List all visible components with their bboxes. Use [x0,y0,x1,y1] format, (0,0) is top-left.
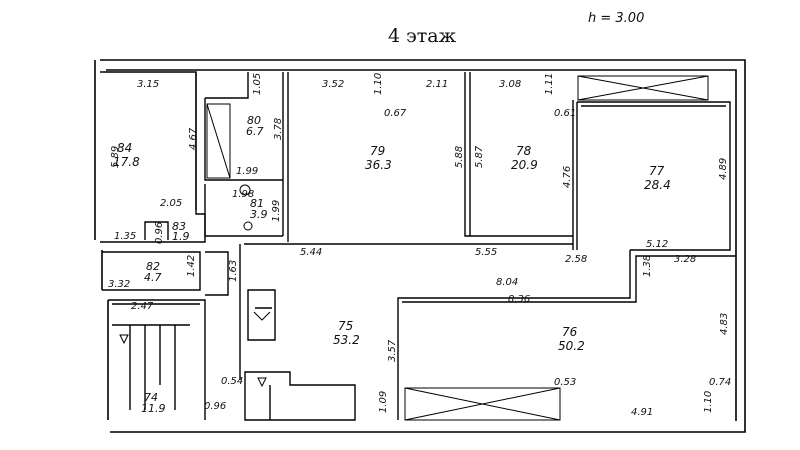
room-80-area: 6.7 [246,125,264,138]
dimension-label: 2.11 [426,79,448,90]
dimension-label: 8.36 [508,294,530,305]
room-81-area: 3.9 [250,208,268,221]
dimension-label: 4.89 [718,158,729,180]
room-83-area: 1.9 [172,230,190,243]
dimension-label: 1.11 [544,73,555,95]
dimension-label: 5.88 [454,146,465,168]
dimension-labels: 3.15 1.05 3.52 1.10 2.11 3.08 1.11 0.67 … [108,73,731,418]
dimension-label: 1.38 [642,255,653,277]
room-79-number: 79 [370,144,385,158]
dimension-label: 1.10 [703,391,714,413]
dimension-label: 2.47 [131,301,154,312]
dimension-label: 1.05 [252,73,263,95]
plan-title-block: 4 этаж h = 3.00 [388,11,644,47]
dimension-label: 3.57 [387,339,398,362]
dimension-label: 4.83 [719,313,730,335]
dimension-label: 5.89 [110,146,121,168]
floor-title: 4 этаж [388,25,457,47]
room-77-number: 77 [649,164,665,178]
room-75-area: 53.2 [333,333,360,347]
dimension-label: 2.05 [160,198,182,209]
dimension-label: 3.78 [273,118,284,140]
room-82-area: 4.7 [144,271,162,284]
room-81-number: 81 [250,197,264,210]
dimension-label: 0.54 [221,376,243,387]
dimension-label: 8.04 [496,277,518,288]
room-78-area: 20.9 [511,158,538,172]
interior-walls [100,71,736,421]
dimension-label: 0.53 [554,377,576,388]
dimension-label: 1.42 [186,255,197,277]
dimension-label: 1.09 [378,391,389,413]
room-76-number: 76 [562,325,578,339]
room-labels: 84 17.8 80 6.7 79 36.3 78 20.9 77 28.4 8… [113,114,671,415]
dimension-label: 3.32 [108,279,130,290]
dimension-label: 3.08 [499,79,521,90]
room-75-number: 75 [338,319,353,333]
dimension-label: 1.99 [271,200,282,222]
dimension-label: 0.61 [554,108,576,119]
dimension-label: 1.99 [236,166,258,177]
room-82-number: 82 [146,260,160,273]
fixtures [119,184,271,388]
room-84-number: 84 [117,141,132,155]
dimension-label: 3.52 [322,79,344,90]
dimension-label: 1.35 [114,231,136,242]
dimension-label: 1.63 [228,260,239,282]
dimension-label: 5.55 [475,247,497,258]
room-79-area: 36.3 [365,158,392,172]
dimension-label: 1.98 [232,189,254,200]
ceiling-height-label: h = 3.00 [588,11,644,26]
shaft-markers [206,75,709,421]
room-80-number: 80 [247,114,261,127]
dimension-label: 4.76 [562,166,573,188]
room-74-area: 11.9 [141,402,166,415]
dimension-label: 4.67 [188,127,199,150]
dimension-label: 0.96 [204,401,226,412]
dimension-label: 0.96 [154,222,165,244]
dimension-label: 4.91 [631,407,653,418]
room-83-number: 83 [172,220,186,233]
dimension-label: 0.74 [709,377,731,388]
outer-walls [94,59,746,433]
room-74-number: 74 [144,391,158,404]
room-78-number: 78 [516,144,532,158]
dimension-label: 5.44 [300,247,322,258]
dimension-label: 3.15 [137,79,159,90]
room-76-area: 50.2 [558,339,585,353]
room-77-area: 28.4 [644,178,671,192]
dimension-label: 1.10 [373,73,384,95]
dimension-label: 0.67 [384,108,407,119]
dimension-label: 3.28 [674,254,696,265]
room-84-area: 17.8 [113,155,140,169]
dimension-label: 5.87 [474,145,485,168]
dimension-label: 5.12 [646,239,668,250]
dimension-label: 2.58 [565,254,587,265]
